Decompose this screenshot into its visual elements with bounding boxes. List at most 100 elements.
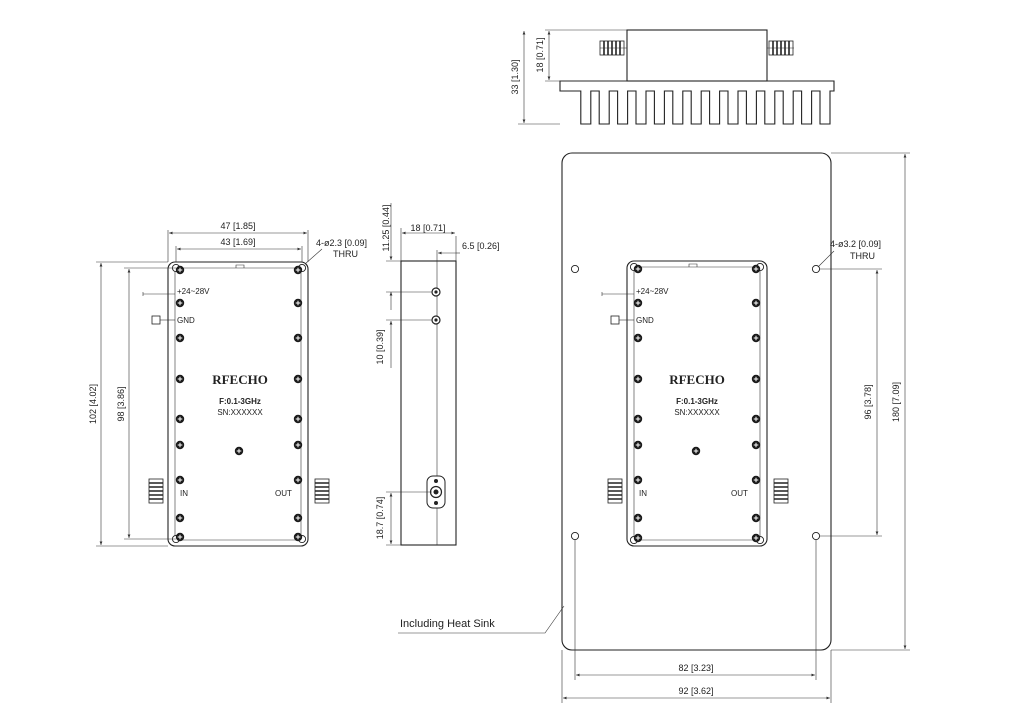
gnd-terminal [610,315,620,325]
front-view: +24~28V GND IN OUT RFECHO F:0.1-3GHz SN:… [88,221,367,547]
side-view-power-terminal-core [434,290,438,294]
label-gnd: GND [177,316,195,325]
lid-screw [175,298,185,308]
top-view-extension-lines [518,29,627,125]
dim-front-width-outer: 47 [1.85] [220,221,255,231]
lid-screw [293,298,303,308]
center-screw [691,446,701,456]
top-view-heat-sink [559,80,835,125]
dim-top-height-body: 18 [0.71] [535,37,545,72]
heat-sink-callout: Including Heat Sink [400,618,495,630]
lid-screw [751,475,761,485]
callout-thru-small: THRU [333,249,358,259]
lid-screw [293,414,303,424]
lid-screw [175,333,185,343]
leader-line [304,248,323,265]
out-connector [314,478,330,504]
lid-screw [293,374,303,384]
lid-screw [633,475,643,485]
brand-logo: RFECHO [669,372,725,387]
label-voltage: +24~28V [177,287,210,296]
dim-hs-width-holes: 82 [3.23] [678,663,713,673]
lid-screw [751,440,761,450]
heat-sink-view-housing [626,260,768,547]
dim-top-height-total: 33 [1.30] [510,59,520,94]
mounting-hole [570,531,580,541]
heat-sink-plate [561,152,832,651]
lid-screw [751,513,761,523]
side-view-gnd-terminal-core [434,318,438,322]
side-view: 18 [0.71] 6.5 [0.26] 11.25 [0.44] 10 [0.… [375,203,500,546]
label-serial: SN:XXXXXX [674,408,720,417]
dim-front-height-outer: 102 [4.02] [88,384,98,424]
heat-sink-view: +24~28V GND IN OUT RFECHO F:0.1-3GHz SN:… [398,152,910,703]
lid-screw [751,374,761,384]
label-frequency: F:0.1-3GHz [676,397,718,406]
lid-screw [633,333,643,343]
label-frequency: F:0.1-3GHz [219,397,261,406]
flange-screw [434,501,438,505]
lid-screw [751,414,761,424]
lid-screw [175,513,185,523]
side-view-body [400,260,457,546]
side-view-extension-lines [400,228,457,261]
heat-sink-fins [559,80,835,125]
dim-side-conn-pitch: 10 [0.39] [375,329,385,364]
in-connector [607,478,623,504]
dim-side-bottom: 18.7 [0.74] [375,497,385,540]
label-in: IN [639,489,647,498]
top-view-body [626,29,768,82]
dim-hs-width-total: 92 [3.62] [678,686,713,696]
lid-screw [175,475,185,485]
front-view-extension-lines-vertical [96,261,176,547]
label-gnd: GND [636,316,654,325]
lid-screw [633,414,643,424]
label-serial: SN:XXXXXX [217,408,263,417]
side-view-extension-lines-left [386,260,432,546]
lid-screw [175,265,185,275]
heat-sink-leader [398,605,565,634]
gnd-terminal [151,315,161,325]
lid-screw [633,298,643,308]
dim-side-offset: 6.5 [0.26] [462,241,500,251]
callout-holes-small: 4-ø2.3 [0.09] [316,238,367,248]
callout-holes-large: 4-ø3.2 [0.09] [830,239,881,249]
front-view-notch [235,264,245,268]
lid-screw [175,440,185,450]
brand-logo: RFECHO [212,372,268,387]
mounting-hole [811,531,821,541]
flange-screw [434,479,438,483]
label-out: OUT [731,489,748,498]
lid-screw [293,532,303,542]
lid-screw [751,264,761,274]
lid-screw [293,265,303,275]
center-screw [234,446,244,456]
lid-screw [633,533,643,543]
mounting-hole [570,264,580,274]
power-pin [142,292,175,296]
lid-screw [175,532,185,542]
front-view-lid [174,267,302,541]
out-connector [773,478,789,504]
lid-screw [751,298,761,308]
connector-pin [433,489,439,495]
lid-screw [633,440,643,450]
top-view: 18 [0.71] 33 [1.30] [510,29,835,125]
lid-screw [751,333,761,343]
front-view-extension-lines [167,230,309,262]
leader-line [817,250,835,268]
lid-screw [293,475,303,485]
dim-hs-height-holes: 96 [3.78] [863,384,873,419]
lid-screw [633,513,643,523]
lid-screw [293,333,303,343]
lid-screw [175,374,185,384]
heat-sink-extension-lines [820,152,910,651]
dim-hs-height-total: 180 [7.09] [891,382,901,422]
callout-thru-large: THRU [850,251,875,261]
lid-screw [751,533,761,543]
front-view-housing [167,261,309,547]
lid-screw [633,374,643,384]
lid-screw [293,440,303,450]
lid-screw [175,414,185,424]
